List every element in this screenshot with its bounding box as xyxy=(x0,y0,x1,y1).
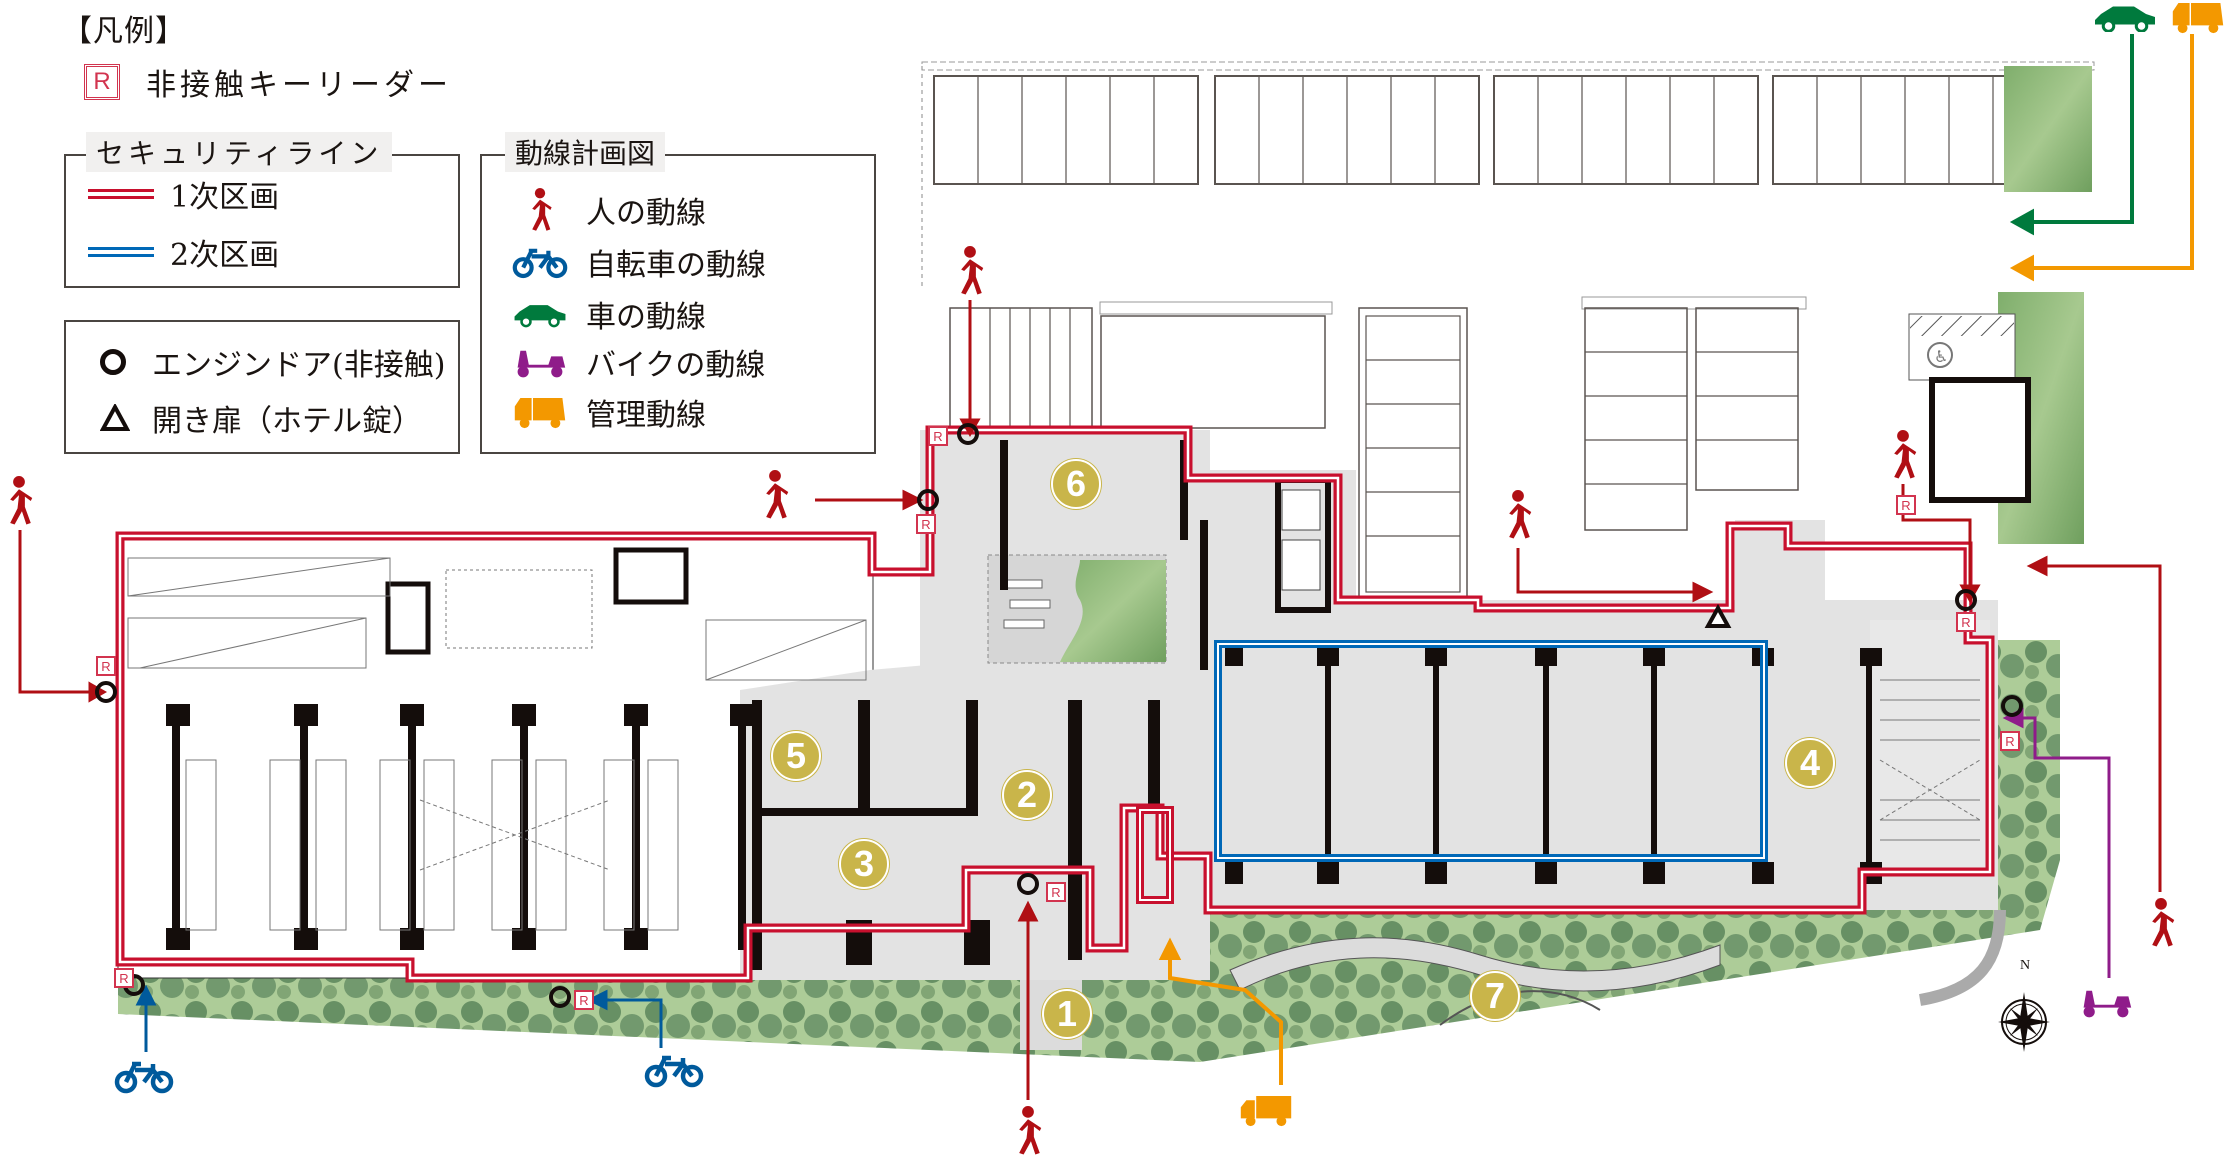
compass-rose-icon xyxy=(1998,992,2050,1052)
card-reader-east: R xyxy=(1956,612,1976,632)
area-marker-5: 5 xyxy=(771,731,821,781)
primary-security-line xyxy=(115,425,1995,983)
door-legend xyxy=(64,320,460,454)
truck-icon xyxy=(1240,1096,1292,1127)
card-reader-north: R xyxy=(928,426,948,446)
primary-line-swatch xyxy=(88,189,154,199)
legend-scooter: バイクの動線 xyxy=(512,340,765,384)
legend-bicycle: 自転車の動線 xyxy=(512,240,766,284)
pedestrian-icon xyxy=(532,188,552,231)
area-marker-4: 4 xyxy=(1785,738,1835,788)
flow-plan-caption: 動線計画図 xyxy=(505,132,666,172)
courtyard-garden xyxy=(987,554,1167,664)
legend-management: 管理動線 xyxy=(512,390,706,434)
legend-hotel-lock: 開き扉（ホテル錠） xyxy=(100,396,422,440)
landscape-planting-south xyxy=(118,640,2060,1062)
pedestrian-flows xyxy=(18,300,2162,1100)
planting-north-east xyxy=(2004,66,2092,192)
accessible-parking: ♿ xyxy=(1908,313,2016,381)
secondary-security-line xyxy=(1214,640,1768,862)
car-flow xyxy=(2009,34,2134,236)
engine-doors xyxy=(95,423,2023,1008)
triangle-icon xyxy=(100,404,130,431)
pedestrian-icon xyxy=(961,246,984,295)
bicycle-icon xyxy=(644,1055,704,1088)
bicycle-icon xyxy=(512,248,568,279)
bicycle-flows xyxy=(135,984,663,1052)
circle-icon xyxy=(100,349,126,375)
west-wing-structure xyxy=(127,547,867,950)
east-annex-structure xyxy=(1929,377,2031,503)
pedestrian-icon xyxy=(1509,490,1532,539)
car-icon xyxy=(2095,6,2155,32)
legend-card-reader: R 非接触キーリーダー xyxy=(84,60,452,104)
card-reader-bike-east: R xyxy=(2000,731,2020,751)
pedestrian-icon xyxy=(1019,1106,1042,1155)
legend-primary-zone: 1次区画 xyxy=(88,172,279,216)
card-reader-main-entrance: R xyxy=(1046,882,1066,902)
bicycle-icon xyxy=(114,1061,174,1094)
compass-north-label: N xyxy=(2020,958,2031,973)
security-line-legend xyxy=(64,154,460,288)
area-marker-6: 6 xyxy=(1051,459,1101,509)
legend-secondary-zone: 2次区画 xyxy=(88,230,279,274)
area-marker-2: 2 xyxy=(1002,770,1052,820)
legend-title: 【凡例】 xyxy=(62,14,186,49)
truck-icon xyxy=(2172,3,2224,34)
pedestrian-icon xyxy=(766,470,789,519)
management-flows xyxy=(1158,34,2194,1085)
central-walls xyxy=(752,440,1331,970)
security-line-caption: セキュリティライン xyxy=(86,132,393,172)
truck-icon xyxy=(514,398,566,429)
curved-walkway xyxy=(1229,937,1721,992)
card-reader-southwest: R xyxy=(114,968,134,988)
card-reader-icon: R xyxy=(84,64,120,100)
scooter-icon xyxy=(517,350,566,378)
legend-pedestrian: 人の動線 xyxy=(512,188,706,232)
secondary-line-swatch xyxy=(88,247,154,257)
car-icon xyxy=(514,305,566,328)
card-reader-label: 非接触キーリーダー xyxy=(146,68,452,103)
scooter-icon xyxy=(2083,990,2132,1018)
card-reader-northwest: R xyxy=(916,514,936,534)
card-reader-bike-entry: R xyxy=(574,990,594,1010)
card-reader-annex: R xyxy=(1896,495,1916,515)
svg-text:♿: ♿ xyxy=(1934,347,1948,366)
card-reader-west: R xyxy=(96,656,116,676)
legend-engine-door: エンジンドア(非接触) xyxy=(100,340,445,384)
area-marker-3: 3 xyxy=(839,839,889,889)
pedestrian-icon xyxy=(2152,898,2175,947)
pedestrian-icon xyxy=(1894,430,1917,479)
east-wing-structure xyxy=(1225,648,1981,884)
area-marker-1: 1 xyxy=(1042,989,1092,1039)
parking-area-north xyxy=(921,61,2095,599)
hotel-lock-door xyxy=(1704,603,1732,628)
pedestrian-icon xyxy=(10,476,33,525)
legend-car: 車の動線 xyxy=(512,292,706,336)
area-marker-7: 7 xyxy=(1470,971,1520,1021)
